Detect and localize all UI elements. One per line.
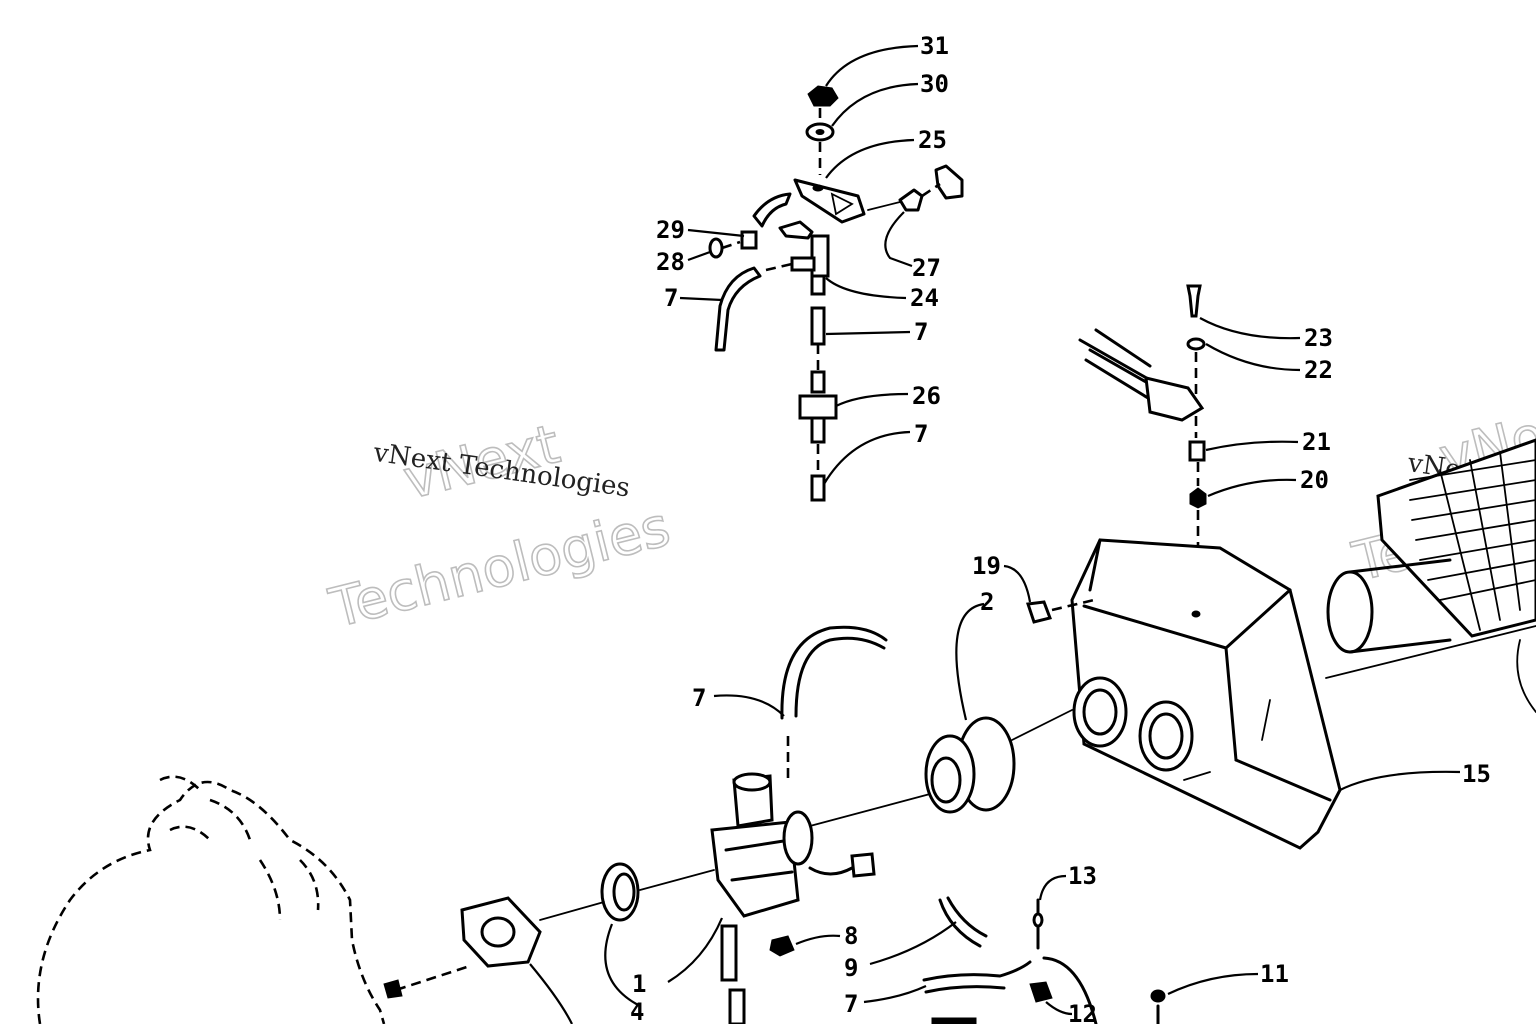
callout-19: 19 bbox=[972, 552, 1001, 580]
callouts-upper: 31 30 25 29 28 27 24 7 7 26 7 bbox=[656, 32, 949, 485]
hose-7-lower bbox=[922, 960, 1032, 982]
air-silencer-box-15: 15 bbox=[1070, 538, 1491, 850]
callout-22: 22 bbox=[1304, 356, 1333, 384]
nut-11 bbox=[1150, 989, 1166, 1003]
airbox-intake-left bbox=[1072, 676, 1128, 748]
callout-8: 8 bbox=[844, 922, 858, 950]
callout-13: 13 bbox=[1068, 862, 1097, 890]
valve-lever bbox=[778, 220, 814, 240]
hose-7-filter-lower bbox=[810, 474, 826, 502]
callout-20: 20 bbox=[1300, 466, 1329, 494]
hose-7-mid: 7 bbox=[692, 625, 888, 780]
fitting-8 bbox=[769, 935, 795, 957]
clamp-9 bbox=[938, 896, 988, 948]
callout-31: 31 bbox=[920, 32, 949, 60]
screw-28 bbox=[708, 237, 724, 259]
callout-30: 30 bbox=[920, 70, 949, 98]
callout-15: 15 bbox=[1462, 760, 1491, 788]
washer-22 bbox=[1186, 337, 1206, 351]
airbox-body bbox=[1070, 538, 1342, 850]
callout-26: 26 bbox=[912, 382, 941, 410]
callout-28: 28 bbox=[656, 248, 685, 276]
callout-21: 21 bbox=[1302, 428, 1331, 456]
callout-24: 24 bbox=[910, 284, 939, 312]
callout-25: 25 bbox=[918, 126, 947, 154]
callout-7-mid: 7 bbox=[692, 684, 706, 712]
callout-11: 11 bbox=[1260, 960, 1289, 988]
callout-7-upper-right: 7 bbox=[914, 318, 928, 346]
hose-7-vertical bbox=[810, 306, 826, 346]
arrow-lever bbox=[752, 192, 792, 228]
clip-19: 19 bbox=[972, 552, 1095, 624]
fuel-valve-assembly bbox=[708, 85, 964, 502]
carb-flange bbox=[782, 810, 814, 866]
lower-small-parts: 8 9 7 13 12 11 bbox=[769, 862, 1289, 1024]
callout-7-upper-hose: 7 bbox=[664, 284, 678, 312]
bracket-25 bbox=[793, 178, 866, 224]
drain-hose bbox=[720, 924, 738, 982]
callout-7-lower: 7 bbox=[844, 990, 858, 1018]
knob-plate bbox=[934, 164, 964, 200]
engine-outline bbox=[36, 775, 386, 1024]
intake-adapter-2: 2 bbox=[924, 588, 1073, 814]
callout-4: 4 bbox=[630, 998, 644, 1024]
clamp-and-flange: 4 bbox=[383, 862, 715, 1024]
silencer-tube bbox=[1326, 570, 1374, 654]
bushing-21 bbox=[1188, 440, 1206, 462]
switch-wires bbox=[1078, 328, 1162, 400]
switch-body bbox=[1144, 376, 1205, 422]
watermark-big-line2: Technologies bbox=[323, 495, 676, 640]
watermark-left: vNext Technologies vNext Technologies bbox=[322, 411, 676, 640]
intake-screen bbox=[1325, 438, 1536, 713]
callout-23: 23 bbox=[1304, 324, 1333, 352]
switch-assembly: 23 22 21 20 bbox=[1078, 284, 1333, 610]
stud bbox=[383, 979, 403, 999]
callout-29: 29 bbox=[656, 216, 685, 244]
callout-7-filter: 7 bbox=[914, 420, 928, 448]
nut-12 bbox=[1029, 981, 1053, 1003]
washer-29 bbox=[740, 230, 758, 250]
intake-flange bbox=[460, 896, 542, 968]
fitting-27 bbox=[898, 188, 924, 212]
screw-23 bbox=[1186, 284, 1202, 318]
carburetor-1: 1 bbox=[632, 772, 931, 1024]
nut-20 bbox=[1189, 487, 1207, 509]
hose-7-upper-left bbox=[714, 266, 762, 352]
carb-body bbox=[710, 820, 800, 918]
carb-connector bbox=[850, 852, 876, 878]
nut-31 bbox=[807, 85, 839, 107]
callout-27: 27 bbox=[912, 254, 941, 282]
callout-1: 1 bbox=[632, 970, 646, 998]
fuel-filter-26 bbox=[798, 394, 838, 420]
callout-2: 2 bbox=[980, 588, 994, 616]
airbox-intake-right bbox=[1138, 700, 1194, 772]
callout-9: 9 bbox=[844, 954, 858, 982]
